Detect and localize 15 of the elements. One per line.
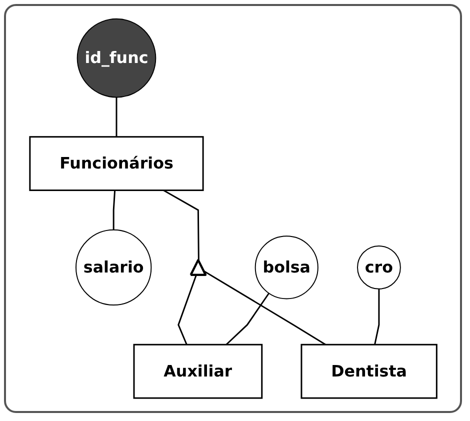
- node-box: [300, 344, 438, 399]
- connector: [115, 97, 117, 137]
- node-circle: [254, 236, 318, 300]
- node-circle: [356, 246, 401, 290]
- node-box: [28, 136, 204, 192]
- node-circle: [75, 229, 152, 306]
- connector: [225, 292, 270, 346]
- card-background: id_func Funcionários salario bolsa cro Auxiliar Dentista: [4, 4, 462, 413]
- connector: [162, 190, 200, 261]
- connector: [203, 270, 326, 346]
- node-circle: [76, 18, 156, 98]
- node-box: [132, 344, 262, 399]
- connector: [112, 190, 116, 230]
- connector: [374, 288, 380, 345]
- connector: [177, 275, 197, 345]
